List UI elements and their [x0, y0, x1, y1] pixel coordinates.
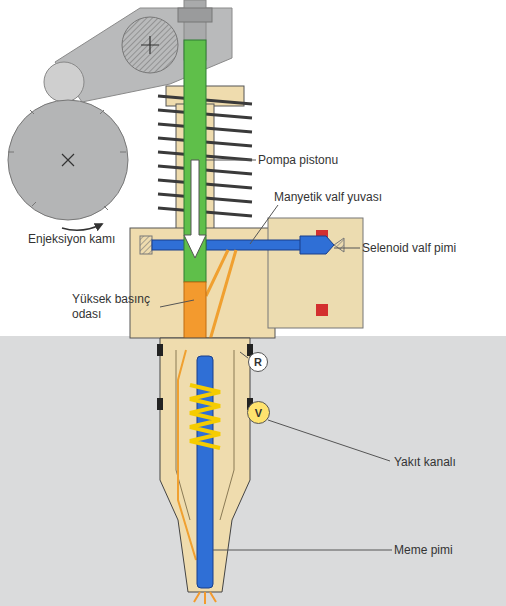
plug-screw [140, 236, 152, 254]
callout-circle: R [248, 352, 268, 372]
leader-line [160, 160, 392, 550]
o-ring [157, 398, 163, 410]
rocker-shaft [122, 17, 178, 73]
rocker-roller [44, 62, 84, 102]
rotation-arrow [62, 224, 102, 230]
fuel-spray [194, 592, 216, 604]
part-label: Meme pimi [394, 543, 453, 558]
nozzle-spring [190, 385, 220, 448]
o-ring [157, 344, 163, 356]
center-mark [141, 36, 159, 54]
injection-cam [8, 100, 128, 220]
high-pressure-line [206, 250, 236, 340]
solenoid-coil [316, 304, 328, 316]
part-label: Enjeksiyon kamı [28, 232, 115, 247]
part-label: Pompa pistonu [258, 153, 338, 168]
pump-plunger [184, 40, 206, 282]
callout-letter: V [255, 407, 262, 419]
solenoid-housing [268, 218, 363, 328]
part-label: Selenoid valf pimi [362, 241, 456, 256]
part-label: Manyetik valf yuvası [274, 190, 382, 205]
cylinder-head [0, 336, 506, 606]
adjust-nut [178, 8, 212, 22]
solenoid-valve-pin [300, 236, 334, 254]
valve-spring [334, 238, 344, 252]
low-pressure-channel [152, 240, 186, 250]
callout-circle: V [247, 401, 270, 424]
part-label: Yakıt kanalı [394, 455, 456, 470]
callout-letter: R [254, 356, 262, 368]
fuel-passage [178, 350, 196, 560]
nozzle-body [160, 338, 250, 592]
low-pressure-channel [206, 240, 302, 250]
stroke-arrow [184, 160, 206, 258]
center-mark [62, 154, 74, 166]
cam-tick [8, 110, 126, 210]
part-label: Yüksek basınç odası [72, 292, 162, 322]
